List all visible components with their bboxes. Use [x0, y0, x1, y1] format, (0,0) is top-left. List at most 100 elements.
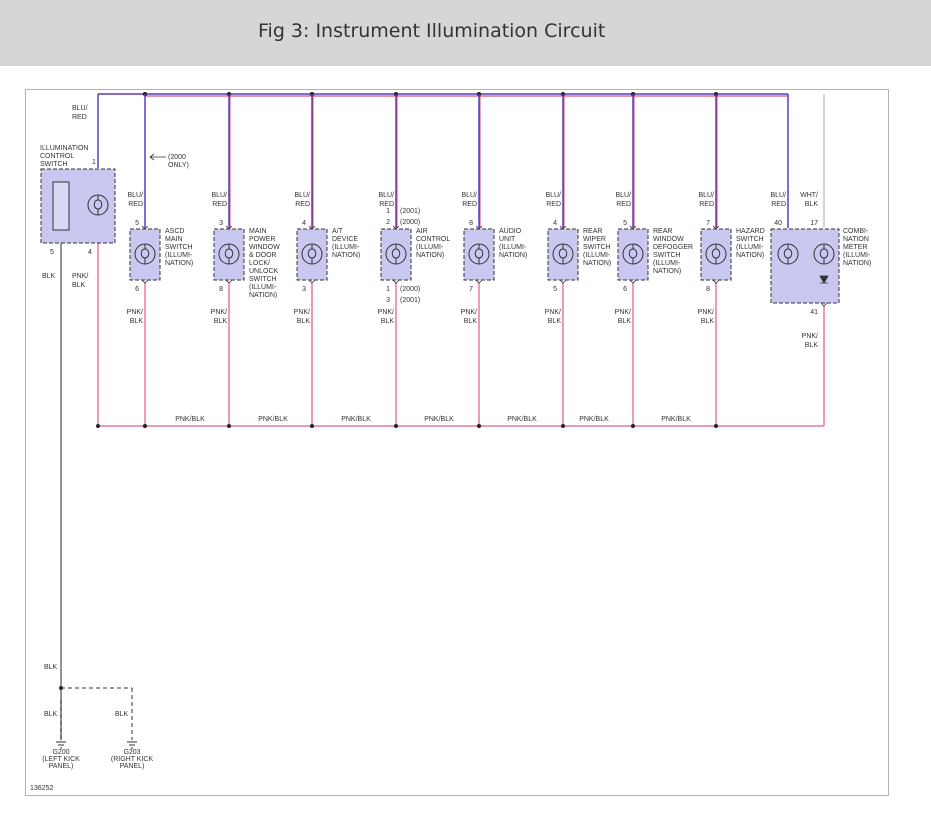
component-power-window-pin-out: 8	[219, 286, 223, 293]
combination-meter-lamp-1-filament	[783, 244, 793, 264]
blk-label-g200: BLK	[44, 711, 58, 718]
component-hazard-in-color-line-0: BLU/	[698, 192, 714, 199]
component-ascd-pin-out-tick	[141, 279, 149, 284]
component-air-control-pin-out-a: 1	[386, 286, 390, 293]
meter-in-color-line-0: BLU/	[770, 192, 786, 199]
component-ascd-pin-in-tick	[141, 225, 149, 230]
g203-ground-symbol	[127, 741, 137, 749]
bottom-bus-label-1: PNK/BLK	[258, 416, 288, 423]
component-at-device-in-color-line-1: RED	[295, 201, 310, 208]
component-audio-lamp	[468, 243, 490, 265]
combination-meter-name-line-4: NATION)	[843, 260, 871, 267]
component-rear-wiper-out-color-line-1: BLK	[548, 318, 562, 325]
component-ascd-in-color-line-1: RED	[128, 201, 143, 208]
meter-pin-40: 40	[774, 220, 782, 227]
component-power-window-name-line-0: MAIN	[249, 228, 267, 235]
bottom-bus-label-3: PNK/BLK	[424, 416, 454, 423]
component-rear-wiper-bottom-junction	[561, 424, 565, 428]
component-rear-defogger-out-color-line-1: BLK	[618, 318, 632, 325]
illumination-switch-name-line-0: ILLUMINATION	[40, 145, 89, 152]
component-air-control-lamp-filament	[391, 244, 401, 264]
component-rear-wiper-box	[547, 228, 579, 281]
component-power-window-pin-out-tick	[225, 279, 233, 284]
component-rear-defogger-pin-in-tick	[629, 225, 637, 230]
meter-pin-41: 41	[810, 309, 818, 316]
component-air-control-bottom-junction	[394, 424, 398, 428]
switch-wire-color-top-line-0: BLU/	[72, 105, 88, 112]
component-at-device-pin-in: 4	[302, 220, 306, 227]
component-rear-wiper-pin-out: 5	[553, 286, 557, 293]
component-rear-defogger-name-line-0: REAR	[653, 228, 672, 235]
component-at-device-lamp-filament	[307, 244, 317, 264]
component-power-window-name-line-2: WINDOW	[249, 244, 280, 251]
figure-title: Fig 3: Instrument Illumination Circuit	[258, 20, 606, 42]
component-power-window-name-line-1: POWER	[249, 236, 275, 243]
figure-header: Fig 3: Instrument Illumination Circuit	[0, 0, 931, 66]
component-hazard-pin-out-tick	[712, 279, 720, 284]
component-hazard-lamp-filament	[711, 244, 721, 264]
component-air-control-name-line-2: (ILLUMI-	[416, 244, 444, 251]
component-hazard-bottom-junction	[714, 424, 718, 428]
illumination-switch-rheostat	[52, 181, 70, 231]
component-air-control-box	[380, 228, 412, 281]
g200-label: G200	[52, 749, 69, 756]
component-hazard-in-color-line-1: RED	[699, 201, 714, 208]
g200-location-line-1: PANEL)	[49, 763, 74, 770]
meter-wht-color-line-1: BLK	[805, 201, 819, 208]
component-audio-out-color-line-0: PNK/	[461, 309, 477, 316]
component-at-device-in-color-line-0: BLU/	[294, 192, 310, 199]
component-power-window-name-line-7: (ILLUMI-	[249, 284, 277, 291]
blk-label-g203: BLK	[115, 711, 129, 718]
component-air-control-out-color-line-1: BLK	[381, 318, 395, 325]
component-power-window-name-line-3: & DOOR	[249, 252, 277, 259]
meter-diode	[819, 275, 829, 284]
component-power-window-name-line-4: LOCK/	[249, 260, 270, 267]
component-at-device-bottom-junction	[310, 424, 314, 428]
component-rear-wiper-name-line-3: (ILLUMI-	[583, 252, 611, 259]
component-rear-wiper-pin-in: 4	[553, 220, 557, 227]
component-ascd-name-line-1: MAIN	[165, 236, 183, 243]
component-power-window-pin-in-tick	[225, 225, 233, 230]
component-power-window-name-line-6: SWITCH	[249, 276, 277, 283]
switch-wire-color-out-line-1: BLK	[72, 282, 86, 289]
component-rear-wiper-lamp-filament	[558, 244, 568, 264]
component-rear-wiper-name-line-1: WIPER	[583, 236, 606, 243]
component-air-control-pin-in-a: 1	[386, 208, 390, 215]
switch-pin-5: 5	[50, 249, 54, 256]
component-ascd-out-color-line-0: PNK/	[127, 309, 143, 316]
diagram-frame	[25, 89, 889, 796]
combination-meter-name-line-0: COMBI-	[843, 228, 869, 235]
component-rear-defogger-lamp	[622, 243, 644, 265]
component-rear-wiper-out-color-line-0: PNK/	[545, 309, 561, 316]
combination-meter-box	[770, 228, 840, 304]
component-rear-wiper-in-color-line-1: RED	[546, 201, 561, 208]
meter-out-color-line-1: BLK	[805, 342, 819, 349]
component-ascd-pin-in: 5	[135, 220, 139, 227]
component-audio-out-color-line-1: BLK	[464, 318, 478, 325]
component-rear-defogger-out-color-line-0: PNK/	[615, 309, 631, 316]
bottom-bus-junction-switch	[96, 424, 100, 428]
component-ascd-box	[129, 228, 161, 281]
component-rear-wiper-name-line-2: SWITCH	[583, 244, 611, 251]
switch-2000-only-note-line-0: (2000	[168, 154, 186, 161]
component-power-window-name-line-5: UNLOCK	[249, 268, 279, 275]
component-at-device-pin-out-tick	[308, 279, 316, 284]
component-air-control-pin-out-a-note: (2000)	[400, 286, 420, 293]
component-power-window-lamp-filament	[224, 244, 234, 264]
component-hazard-name-line-1: SWITCH	[736, 236, 764, 243]
component-rear-wiper-in-color-line-0: BLU/	[545, 192, 561, 199]
component-hazard-pin-out: 8	[706, 286, 710, 293]
component-at-device-name-line-0: A/T	[332, 228, 344, 235]
component-power-window-lamp	[218, 243, 240, 265]
component-ascd-lamp	[134, 243, 156, 265]
component-rear-wiper-pin-out-tick	[559, 279, 567, 284]
component-power-window-bottom-junction	[227, 424, 231, 428]
component-air-control-out-color-line-0: PNK/	[378, 309, 394, 316]
component-rear-defogger-in-color-line-0: BLU/	[615, 192, 631, 199]
component-rear-defogger-name-line-5: NATION)	[653, 268, 681, 275]
bottom-bus-label-2: PNK/BLK	[341, 416, 371, 423]
component-hazard-pin-in: 7	[706, 220, 710, 227]
component-hazard-lamp	[705, 243, 727, 265]
combination-meter-lamp-2-filament	[819, 244, 829, 264]
g200-location-line-0: (LEFT KICK	[42, 756, 80, 763]
